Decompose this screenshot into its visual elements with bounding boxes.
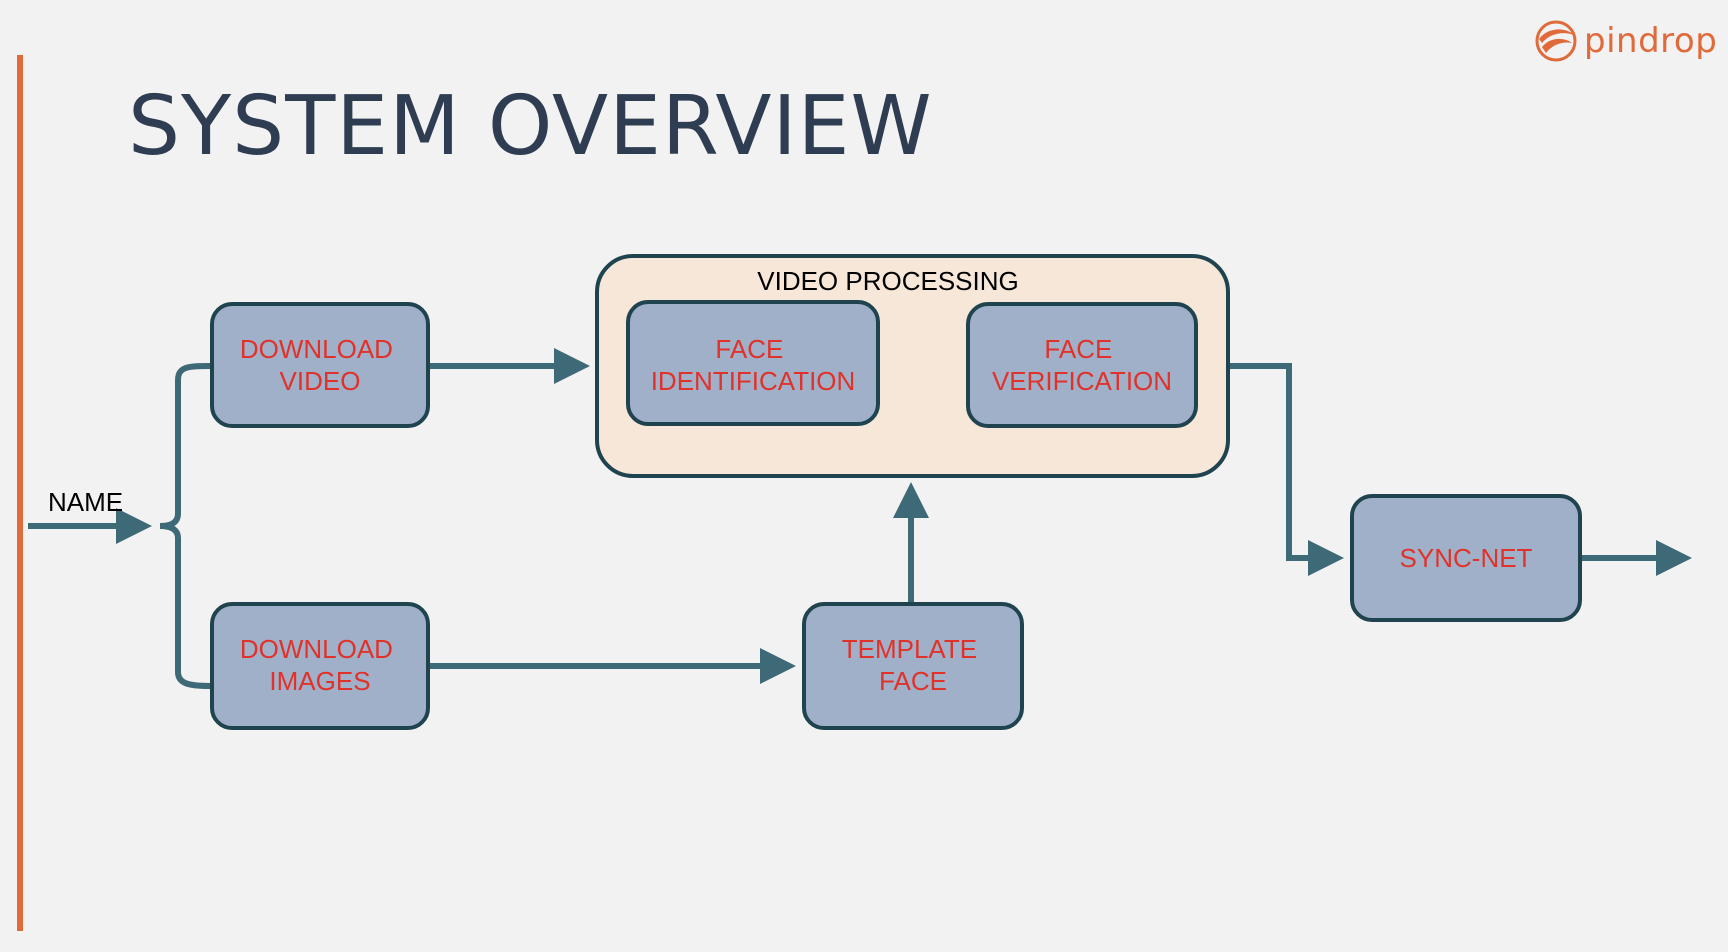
pindrop-logo-icon	[1535, 20, 1577, 62]
sync-net-label: SYNC-NET	[1400, 543, 1533, 573]
svg-text:TEMPLATE FACE: TEMPLATE FACE	[842, 634, 985, 696]
svg-text:FACE VERIFICATION: FACE VERIFICATION	[992, 334, 1172, 396]
video-processing-label: VIDEO PROCESSING	[757, 266, 1019, 296]
face-identification-node	[626, 300, 880, 426]
connectors	[28, 348, 1692, 689]
processing-to-syncnet-arrow	[1228, 363, 1344, 576]
template-face-node	[802, 602, 1024, 730]
face-identification-label-line1: FACE	[715, 334, 783, 364]
svg-text:DOWNLOAD VIDEO: DOWNLOAD VIDEO	[240, 334, 400, 396]
svg-text:FACE IDENTIFICATION: FACE IDENTIFICATION	[651, 334, 856, 396]
face-identification-label-line2: IDENTIFICATION	[651, 366, 856, 396]
face-verification-label-line1: FACE	[1044, 334, 1112, 364]
download-video-node	[210, 302, 430, 428]
template-face-label-line2: FACE	[879, 666, 947, 696]
download-video-label-line1: DOWNLOAD	[240, 334, 393, 364]
download-video-label-line2: VIDEO	[280, 366, 361, 396]
download-images-label-line2: IMAGES	[269, 666, 370, 696]
download-images-node	[210, 602, 430, 730]
face-verification-node	[966, 302, 1198, 428]
slide-title: SYSTEM OVERVIEW	[128, 79, 933, 174]
svg-text:DOWNLOAD IMAGES: DOWNLOAD IMAGES	[240, 634, 400, 696]
accent-bar	[17, 55, 23, 931]
template-face-label-line1: TEMPLATE	[842, 634, 977, 664]
input-name-label: NAME	[48, 487, 123, 517]
sync-net-node	[1350, 494, 1582, 622]
split-brace	[159, 363, 211, 689]
brand-name: pindrop	[1584, 21, 1718, 61]
brand-logo: pindrop	[1534, 18, 1717, 64]
face-verification-label-line2: VERIFICATION	[992, 366, 1172, 396]
download-images-label-line1: DOWNLOAD	[240, 634, 393, 664]
